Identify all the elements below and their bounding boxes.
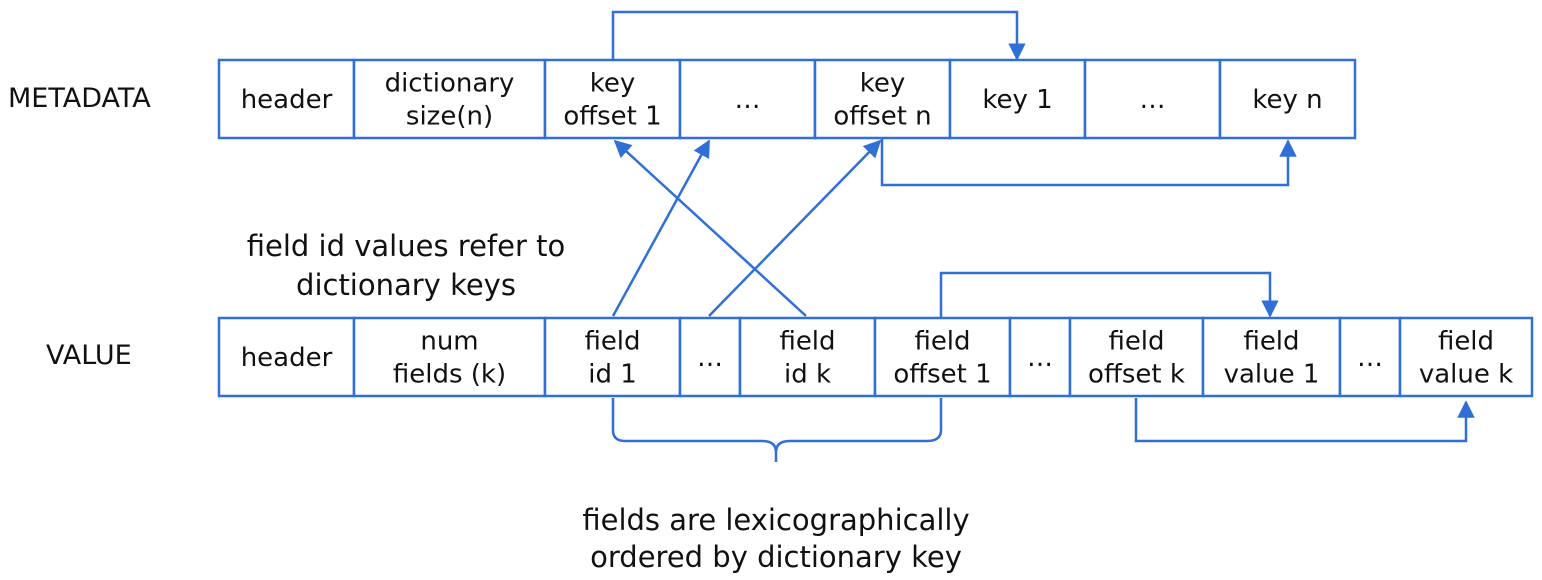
- metadata-cell-key-n-7-box: [1218, 58, 1357, 140]
- metadata-cell-ellipsis-6-line-1: …: [1140, 85, 1166, 115]
- metadata-cell-key-offset-n-4-box: [813, 58, 952, 140]
- value-cell-field-value-1-8-line-2: value 1: [1224, 360, 1320, 390]
- value-cell-field-value-k-10-line-2: value k: [1419, 360, 1513, 390]
- field-id-1-to-key-offset-arrow: [611, 139, 711, 317]
- metadata-row-label: METADATA: [8, 83, 151, 114]
- value-cell-field-id-k-4-line-2: id k: [784, 360, 831, 390]
- metadata-cell-dictionary-sizen-1-line-2: size(n): [406, 102, 493, 132]
- metadata-cell-header-0-box: [217, 58, 356, 140]
- metadata-cell-header-0-line-1: header: [241, 85, 333, 115]
- metadata-cell-key-offset-1-2-line-1: key: [590, 69, 636, 99]
- value-cell-header-0: header: [217, 316, 356, 398]
- value-cell-num-fields-k-1-line-2: fields (k): [393, 360, 506, 390]
- value-cell-ellipsis-6-line-1: …: [1027, 343, 1053, 373]
- metadata-cell-key-n-7: key n: [1218, 58, 1357, 140]
- value-cell-header-0-box: [217, 316, 356, 398]
- metadata-cell-key-offset-n-4-line-1: key: [860, 69, 906, 99]
- value-cell-field-offset-k-7-line-2: offset k: [1088, 360, 1185, 390]
- value-cell-field-value-1-8-line-1: field: [1243, 327, 1299, 357]
- metadata-cell-key-1-5-box: [948, 58, 1087, 140]
- metadata-cell-ellipsis-3-line-1: …: [735, 85, 761, 115]
- metadata-cell-dictionary-sizen-1-line-1: dictionary: [385, 69, 515, 99]
- value-cell-field-offset-k-7-line-1: field: [1108, 327, 1164, 357]
- value-cell-field-id-k-4-box: [738, 316, 877, 398]
- ordering-note-line-1: fields are lexicographically: [582, 503, 969, 537]
- field-id-note: field id values refer to dictionary keys: [247, 229, 565, 302]
- value-cell-field-id-1-2-line-1: field: [584, 327, 640, 357]
- field-offset-k-to-field-value-k-arrow: [1134, 398, 1475, 443]
- metadata-cell-key-offset-n-4-line-2: offset n: [833, 102, 931, 132]
- value-cell-field-value-k-10-line-1: field: [1438, 327, 1494, 357]
- key-offset-n-to-key-n-arrow: [880, 139, 1297, 187]
- field-id-note-line-1: field id values refer to: [247, 229, 565, 263]
- value-cell-field-offset-1-5-line-1: field: [914, 327, 970, 357]
- value-cell-num-fields-k-1-line-1: num: [420, 327, 478, 357]
- value-cell-header-0-line-1: header: [241, 343, 333, 373]
- field-id-note-line-2: dictionary keys: [296, 268, 516, 302]
- metadata-cell-key-1-5: key 1: [948, 58, 1087, 140]
- ordering-note: fields are lexicographically ordered by …: [582, 503, 969, 574]
- ordering-note-line-2: ordered by dictionary key: [590, 540, 962, 574]
- metadata-cell-ellipsis-6: …: [1083, 58, 1222, 140]
- lexicographic-order-brace: [611, 398, 943, 462]
- value-cell-field-offset-1-5-box: [873, 316, 1012, 398]
- value-row-label: VALUE: [46, 340, 132, 371]
- connectors: [611, 10, 1475, 462]
- value-cell-field-id-k-4-line-1: field: [779, 327, 835, 357]
- value-cell-field-offset-1-5-line-2: offset 1: [893, 360, 991, 390]
- metadata-cell-ellipsis-3: …: [678, 58, 817, 140]
- value-cell-ellipsis-6: …: [1008, 316, 1072, 398]
- metadata-cell-key-n-7-line-1: key n: [1252, 85, 1322, 115]
- metadata-cell-dictionary-sizen-1-box: [352, 58, 547, 140]
- value-cell-field-offset-k-7-box: [1068, 316, 1205, 398]
- key-offset-1-to-key-1-arrow: [611, 10, 1026, 61]
- metadata-cell-header-0: header: [217, 58, 356, 140]
- value-cell-ellipsis-3: …: [678, 316, 742, 398]
- metadata-cell-key-offset-1-2-line-2: offset 1: [563, 102, 661, 132]
- metadata-cell-ellipsis-6-box: [1083, 58, 1222, 140]
- field-offset-1-to-field-value-1-arrow: [939, 271, 1279, 318]
- value-cell-ellipsis-9: …: [1338, 316, 1402, 398]
- value-cell-num-fields-k-1-box: [352, 316, 547, 398]
- value-cell-ellipsis-3-box: [678, 316, 742, 398]
- value-cell-field-value-k-10-box: [1398, 316, 1534, 398]
- field-id-to-key-offset-n-arrow: [708, 139, 882, 317]
- value-cell-field-value-1-8-box: [1201, 316, 1342, 398]
- watermark: 掘金技术社区 @ 阿里云大数据AI技术: [1175, 537, 1524, 561]
- value-cell-ellipsis-3-line-1: …: [697, 343, 723, 373]
- value-cell-ellipsis-9-line-1: …: [1357, 343, 1383, 373]
- field-id-k-to-key-offset-1-arrow: [613, 139, 807, 317]
- value-cell-field-id-1-2-line-2: id 1: [588, 360, 637, 390]
- metadata-cell-key-1-5-line-1: key 1: [982, 85, 1052, 115]
